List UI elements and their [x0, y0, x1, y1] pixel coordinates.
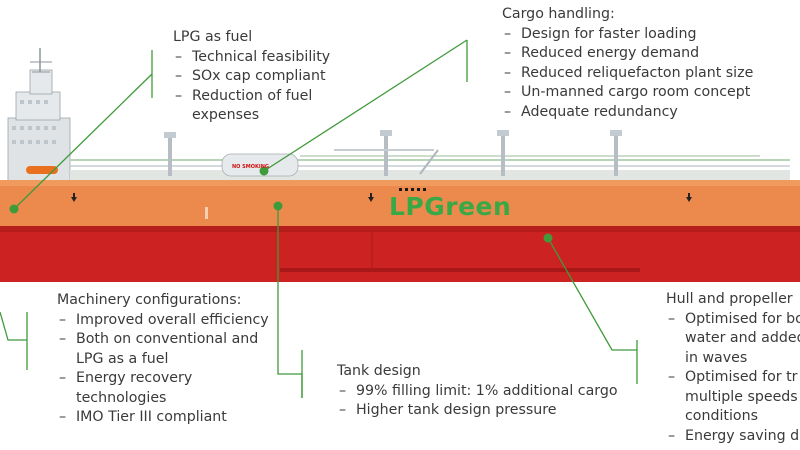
list-item: LPG as a fuel: [76, 350, 169, 367]
callout-hull-propeller: Hull and propeller Optimised for bo wate…: [666, 290, 800, 446]
list-item: Both on conventional and: [57, 330, 269, 350]
list-item: Optimised for bo: [666, 310, 800, 330]
callout-cargo-handling: Cargo handling: Design for faster loadin…: [502, 5, 753, 122]
list-item: SOx cap compliant: [173, 67, 330, 87]
list-item: IMO Tier III compliant: [57, 408, 269, 428]
list-item: 99% filling limit: 1% additional cargo: [337, 382, 618, 402]
callout-machinery: Machinery configurations: Improved overa…: [57, 291, 269, 428]
list-item: in waves: [685, 349, 748, 366]
brand-name: LPGreen: [389, 192, 512, 221]
list-item: Energy saving d: [666, 427, 800, 447]
callout-title: Cargo handling:: [502, 6, 615, 22]
list-item: Un-manned cargo room concept: [502, 83, 753, 103]
callout-lpg-fuel: LPG as fuel Technical feasibility SOx ca…: [173, 28, 330, 126]
leader-lines: [0, 39, 638, 398]
list-item: Reduced energy demand: [502, 44, 753, 64]
callout-tank-design: Tank design 99% filling limit: 1% additi…: [337, 362, 618, 421]
list-item: multiple speeds: [685, 388, 798, 405]
callout-title: Tank design: [337, 363, 421, 379]
list-item: Improved overall efficiency: [57, 311, 269, 331]
list-item: Energy recovery: [57, 369, 269, 389]
list-item: Technical feasibility: [173, 48, 330, 68]
deck-structures: [7, 48, 790, 185]
list-item: Higher tank design pressure: [337, 401, 618, 421]
list-item: Reduced reliquefacton plant size: [502, 64, 753, 84]
leader-dots: [9, 166, 553, 243]
list-item: water and added: [685, 330, 800, 346]
hull: [0, 180, 800, 282]
list-item: Optimised for tr: [666, 368, 800, 388]
list-item: Adequate redundancy: [502, 103, 753, 123]
callout-title: Machinery configurations:: [57, 292, 242, 308]
callout-title: Hull and propeller: [666, 291, 793, 307]
list-item: conditions: [685, 408, 758, 424]
list-item: Reduction of fuel: [173, 87, 330, 107]
no-smoking-sign: NO SMOKING: [232, 164, 270, 170]
list-item: Design for faster loading: [502, 25, 753, 45]
list-item: technologies: [76, 389, 167, 406]
callout-title: LPG as fuel: [173, 29, 253, 45]
list-item: expenses: [192, 107, 260, 123]
